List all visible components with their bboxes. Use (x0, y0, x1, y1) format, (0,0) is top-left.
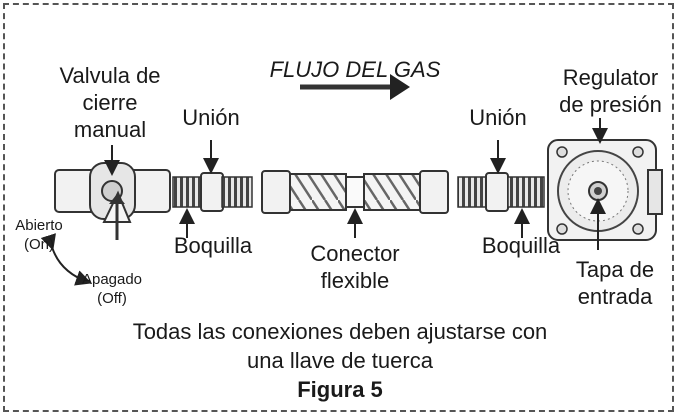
regulator-label: Regulator de presión (548, 64, 673, 118)
nipple-right-thread (507, 176, 545, 208)
on-off-arrow (40, 233, 92, 286)
gas-flow-label: FLUJO DEL GAS (269, 57, 441, 82)
valve-label-line2: cierre (82, 90, 138, 115)
inlet-cap-label-line1: Tapa de (575, 257, 655, 282)
caption-line1: Todas las conexiones deben ajustarse con (132, 319, 548, 344)
union-right (485, 172, 509, 212)
shutoff-valve (54, 162, 171, 240)
union-left-thread (221, 176, 253, 208)
open-label: Abierto (On) (8, 216, 70, 254)
open-label-line2: (On) (24, 236, 54, 253)
nipple-left-thread (172, 176, 204, 208)
pressure-regulator (547, 139, 663, 241)
connector-label-line2: flexible (320, 268, 390, 293)
open-label-line1: Abierto (15, 217, 63, 234)
union-right-thread (457, 176, 489, 208)
valve-label-line1: Valvula de (59, 63, 161, 88)
regulator-label-line1: Regulator (562, 65, 659, 90)
closed-label: Apagado (Off) (74, 270, 150, 308)
nipple-left-label: Boquilla (173, 233, 253, 258)
gas-flow-arrow (300, 74, 410, 100)
union-right-label: Unión (469, 105, 527, 130)
closed-label-line1: Apagado (81, 271, 143, 288)
connector-label: Conector flexible (292, 240, 418, 294)
valve-label-line3: manual (73, 117, 147, 142)
figure-border (3, 3, 674, 412)
connector-label-line1: Conector (310, 241, 400, 266)
regulator-label-line2: de presión (559, 92, 662, 117)
flexible-connector (261, 170, 449, 214)
caption-line2: una llave de tuerca (247, 348, 433, 373)
nipple-right-label: Boquilla (481, 233, 561, 258)
union-left (200, 172, 224, 212)
closed-label-line2: (Off) (97, 290, 127, 307)
union-left-label: Unión (182, 105, 240, 130)
valve-label: Valvula de cierre manual (18, 62, 202, 143)
inlet-cap-label: Tapa de entrada (560, 256, 670, 310)
inlet-cap-label-line2: entrada (577, 284, 653, 309)
figure-number: Figura 5 (297, 377, 383, 402)
